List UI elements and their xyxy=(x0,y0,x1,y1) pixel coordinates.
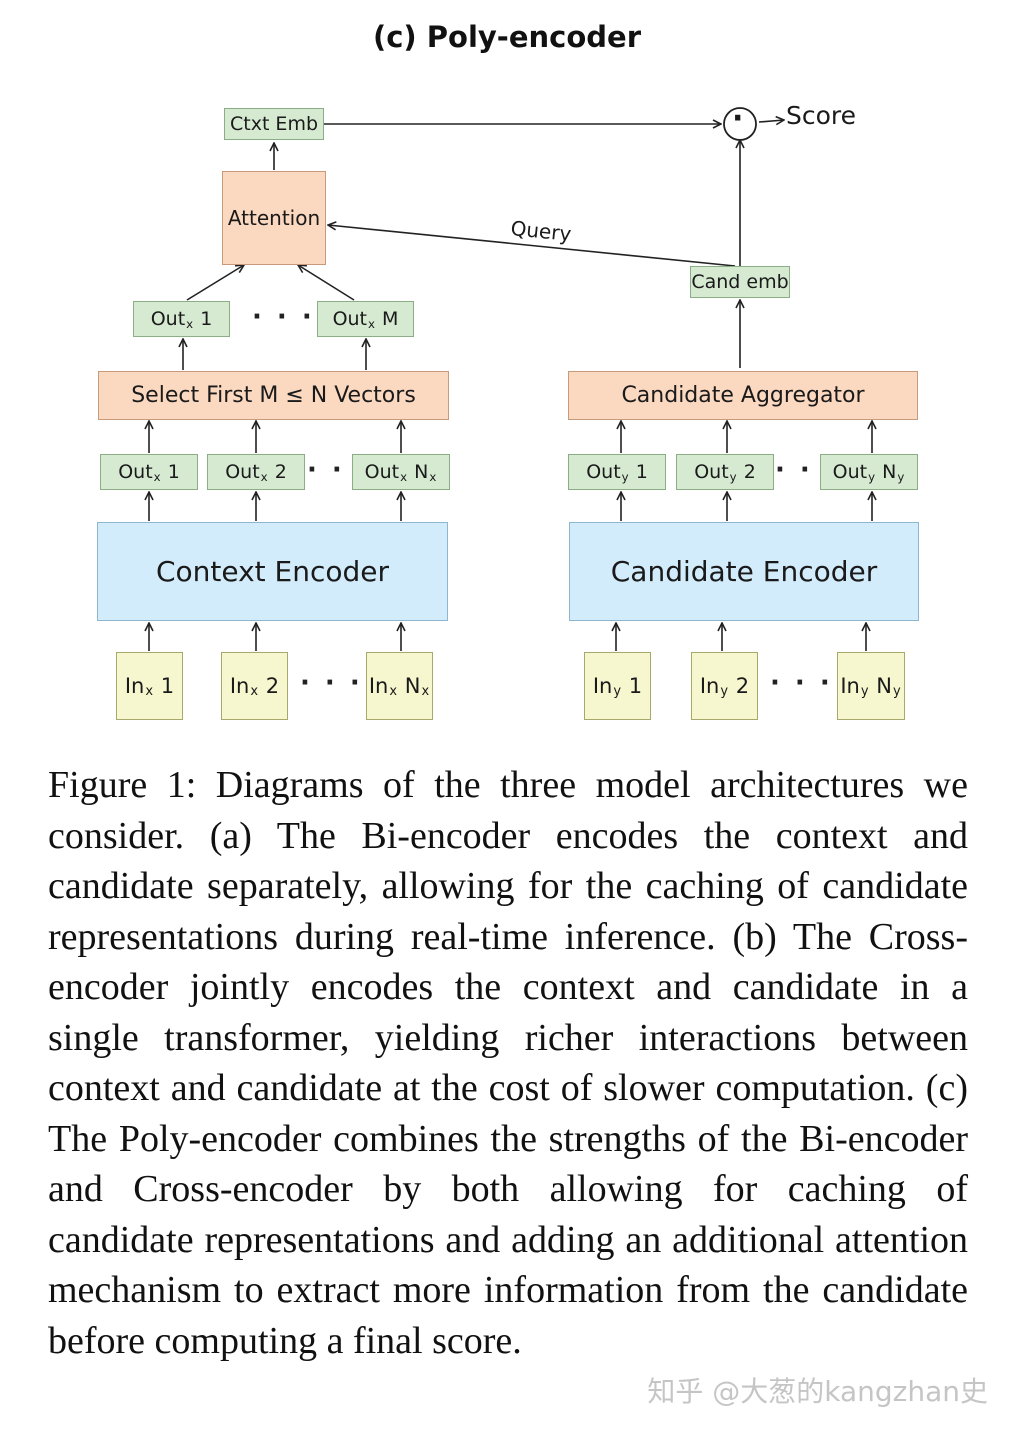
cand-out-1-sub: y xyxy=(621,469,629,484)
score-label: Score xyxy=(786,101,857,130)
ctx-in-n-suffix-sub: x xyxy=(421,683,430,699)
cand-in-ellipsis: · · · xyxy=(770,668,833,698)
arrow-query xyxy=(328,225,736,267)
figure-caption: Figure 1: Diagrams of the three model ar… xyxy=(48,760,968,1366)
watermark: 知乎 @大葱的kangzhan史 xyxy=(647,1375,988,1408)
cand-in-1-base: In xyxy=(592,674,613,698)
dot-product-symbol: · xyxy=(732,101,744,136)
candidate-aggregator-box: Candidate Aggregator xyxy=(568,371,918,420)
out-m-ellipsis: · · · xyxy=(252,302,315,332)
ctx-in-2-sub: x xyxy=(250,683,259,699)
ctx-in-n-sub: x xyxy=(389,683,398,699)
cand-in-2-base: In xyxy=(699,674,720,698)
out-m-last-sub: x xyxy=(368,316,375,331)
ctx-in-1-suffix: 1 xyxy=(160,674,175,698)
cand-in-2-suffix: 2 xyxy=(735,674,750,698)
out-m-first-suffix: 1 xyxy=(200,308,213,330)
caption-text: Figure 1: Diagrams of the three model ar… xyxy=(48,764,968,1362)
out-m-first-sub: x xyxy=(186,316,194,331)
diagram-arrows xyxy=(0,107,1014,651)
ctx-out-n-base: Out xyxy=(364,461,400,483)
dot-product-circle xyxy=(723,107,757,141)
ctxt-emb-box: Ctxt Emb xyxy=(224,108,324,140)
cand-in-n-sub: y xyxy=(860,683,869,699)
ctx-in-1-sub: x xyxy=(145,683,154,699)
cand-in-1-sub: y xyxy=(613,683,622,699)
arrow-outm1-to-attention xyxy=(186,265,244,301)
arrow-outmM-to-attention xyxy=(298,265,355,301)
ctx-out-n-suffix-sub: x xyxy=(429,469,437,484)
cand-out-n-sub: y xyxy=(868,469,876,484)
ctx-out-2-base: Out xyxy=(225,461,260,483)
cand-in-1-suffix: 1 xyxy=(628,674,643,698)
cand-out-2-suffix: 2 xyxy=(743,461,756,483)
select-first-box: Select First M ≤ N Vectors xyxy=(98,371,449,420)
ctx-in-2-suffix: 2 xyxy=(265,674,280,698)
ctx-out-2-sub: x xyxy=(260,469,268,484)
out-m-last-base: Out xyxy=(332,308,368,330)
diagram-title: (c) Poly-encoder xyxy=(372,20,641,54)
ctx-out-n-suffix: N xyxy=(414,461,429,483)
cand-out-1-base: Out xyxy=(586,461,621,483)
out-m-first-base: Out xyxy=(150,308,186,330)
ctx-in-n-suffix: N xyxy=(404,674,421,698)
cand-out-1-suffix: 1 xyxy=(635,461,648,483)
ctx-in-2-base: In xyxy=(229,674,250,698)
cand-in-2-sub: y xyxy=(720,683,729,699)
cand-out-2-sub: y xyxy=(729,469,737,484)
ctx-in-ellipsis: · · · xyxy=(300,668,363,698)
cand-in-n-base: In xyxy=(840,674,860,698)
cand-out-2-base: Out xyxy=(694,461,729,483)
cand-out-n-base: Out xyxy=(832,461,868,483)
ctx-out-n-sub: x xyxy=(400,469,408,484)
ctx-out-1-base: Out xyxy=(118,461,153,483)
context-encoder-box: Context Encoder xyxy=(97,522,448,621)
poly-encoder-diagram: (c) Poly-encoder · Score Ctxt Emb Attent… xyxy=(0,20,1014,720)
attention-box: Attention xyxy=(222,171,326,265)
ctx-in-1-base: In xyxy=(124,674,145,698)
out-m-last-suffix: M xyxy=(382,308,399,330)
cand-out-n-suffix-sub: y xyxy=(897,469,905,484)
cand-out-n-suffix: N xyxy=(882,461,897,483)
cand-in-n-suffix-sub: y xyxy=(892,683,901,699)
ctx-out-1-suffix: 1 xyxy=(167,461,180,483)
arrow-to-score xyxy=(758,120,784,122)
candidate-encoder-box: Candidate Encoder xyxy=(569,522,919,621)
cand-in-n-suffix: N xyxy=(876,674,892,698)
cand-emb-box: Cand emb xyxy=(690,266,790,298)
ctx-in-n-base: In xyxy=(368,674,389,698)
ctx-out-2-suffix: 2 xyxy=(274,461,287,483)
ctx-out-1-sub: x xyxy=(153,469,161,484)
